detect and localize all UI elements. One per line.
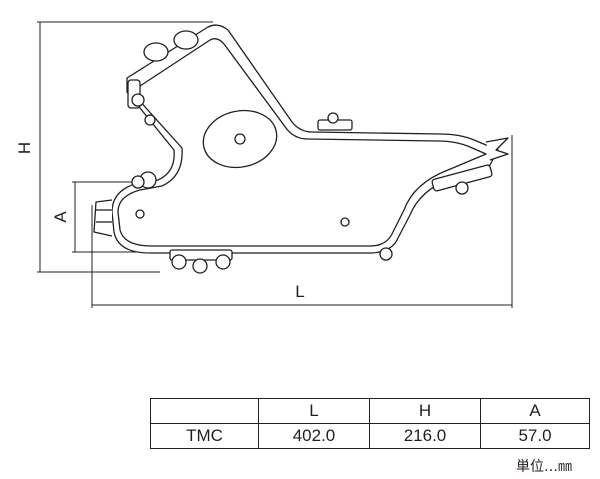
- table-cell: 402.0: [258, 423, 370, 449]
- dimension-label-a: A: [51, 211, 70, 223]
- product-drawing: H A L: [15, 21, 513, 308]
- table-header-cell: H: [369, 398, 481, 424]
- table-cell: 57.0: [480, 423, 590, 449]
- dimension-label-h: H: [15, 142, 34, 154]
- dimension-lines: [37, 21, 513, 308]
- unit-note: 単位…㎜: [516, 459, 572, 475]
- table-row: TMC 402.0 216.0 57.0: [150, 423, 590, 449]
- table-header-cell: A: [480, 398, 590, 424]
- table-header-cell: [150, 398, 259, 424]
- table-header-cell: L: [258, 398, 370, 424]
- clamp-body: [93, 24, 509, 274]
- dimension-label-l: L: [295, 282, 304, 301]
- spec-table: L H A TMC 402.0 216.0 57.0: [150, 398, 590, 449]
- table-header-row: L H A: [150, 398, 590, 424]
- table-cell: 216.0: [369, 423, 481, 449]
- table-cell: TMC: [150, 423, 259, 449]
